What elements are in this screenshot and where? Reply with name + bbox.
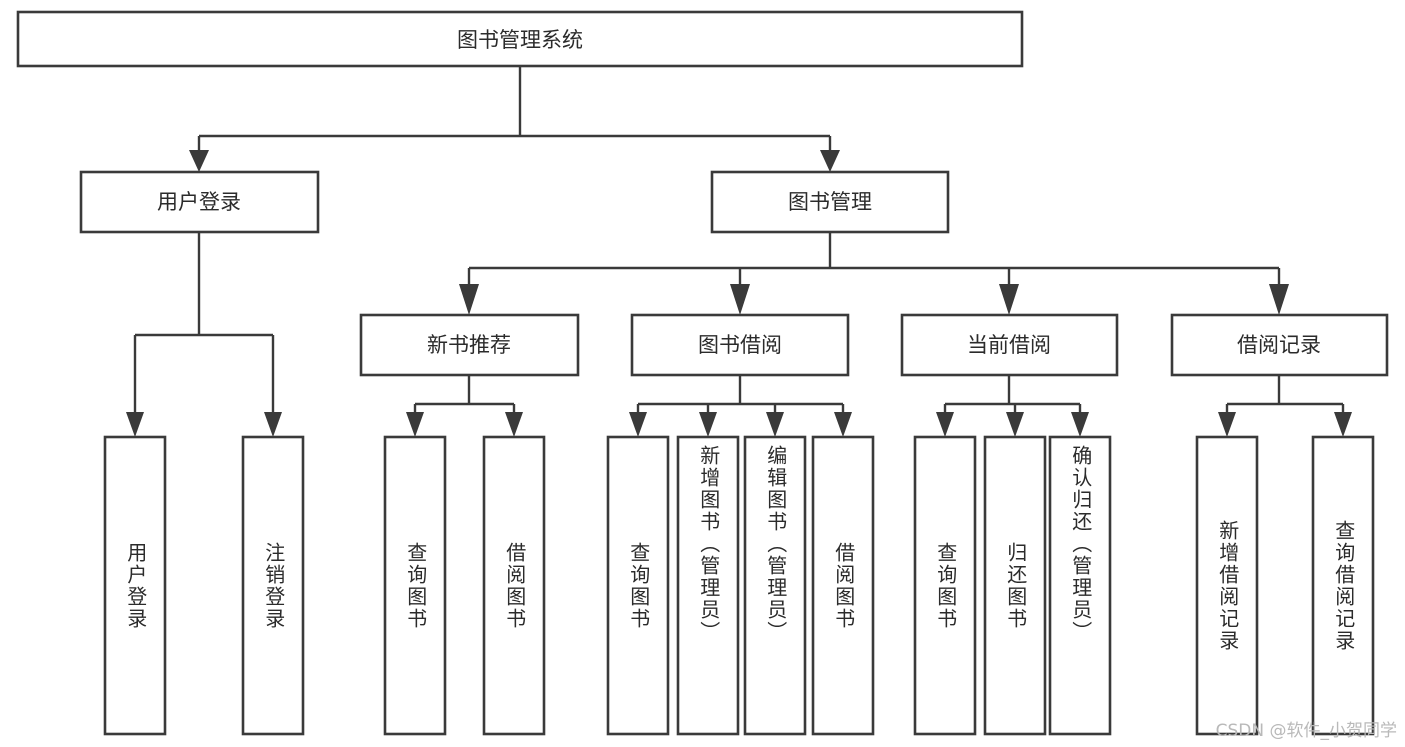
leaf-query-record-box[interactable] bbox=[1311, 435, 1375, 736]
arrowhead-leaf-add-record bbox=[1218, 412, 1236, 437]
leaf-query-book-1-box[interactable] bbox=[383, 435, 447, 736]
leaf-borrow-book-2-box[interactable] bbox=[811, 435, 875, 736]
arrowhead-leaf-add-book bbox=[699, 412, 717, 437]
arrowhead-user-login bbox=[189, 150, 209, 172]
leaf-query-book-2-box[interactable] bbox=[606, 435, 670, 736]
leaf-edit-book-box[interactable] bbox=[743, 435, 807, 736]
node-current-borrow-label: 当前借阅 bbox=[967, 333, 1051, 357]
node-layer: 图书管理系统 用户登录 图书管理 新书推荐 图书借阅 当前借阅 借阅记录 bbox=[16, 10, 1389, 736]
csdn-watermark: CSDN @软件_小贺同学 bbox=[1215, 721, 1397, 741]
arrowhead-leaf-user-login bbox=[126, 412, 144, 437]
arrowhead-book-borrow bbox=[730, 284, 750, 315]
node-current-borrow-box[interactable] bbox=[900, 313, 1119, 377]
node-borrow-record-box[interactable] bbox=[1170, 313, 1389, 377]
arrowhead-leaf-borrow-book-1 bbox=[505, 412, 523, 437]
arrowhead-new-book-recommend bbox=[459, 284, 479, 315]
node-book-management-box[interactable] bbox=[710, 170, 950, 234]
arrowhead-leaf-confirm-return bbox=[1071, 412, 1089, 437]
leaf-user-login-box[interactable] bbox=[103, 435, 167, 736]
node-root-box[interactable] bbox=[16, 10, 1024, 68]
leaf-confirm-return-box[interactable] bbox=[1048, 435, 1112, 736]
arrowhead-leaf-return-book bbox=[1006, 412, 1024, 437]
leaf-return-book-box[interactable] bbox=[983, 435, 1047, 736]
node-user-login-box[interactable] bbox=[79, 170, 320, 234]
leaf-borrow-book-1-box[interactable] bbox=[482, 435, 546, 736]
arrowhead-leaf-query-record bbox=[1334, 412, 1352, 437]
arrowhead-current-borrow bbox=[999, 284, 1019, 315]
node-new-book-recommend-label: 新书推荐 bbox=[427, 333, 511, 357]
leaf-add-book-box[interactable] bbox=[676, 435, 740, 736]
arrowhead-book-management bbox=[820, 150, 840, 172]
node-root-label: 图书管理系统 bbox=[457, 28, 583, 52]
arrowhead-borrow-record bbox=[1269, 284, 1289, 315]
leaf-logout-login-box[interactable] bbox=[241, 435, 305, 736]
node-user-login-label: 用户登录 bbox=[157, 190, 241, 214]
arrowhead-leaf-query-book-3 bbox=[936, 412, 954, 437]
arrowhead-leaf-query-book-2 bbox=[629, 412, 647, 437]
arrowhead-leaf-edit-book bbox=[766, 412, 784, 437]
arrowhead-leaf-query-book-1 bbox=[406, 412, 424, 437]
node-borrow-record-label: 借阅记录 bbox=[1237, 333, 1321, 357]
connector-layer bbox=[126, 66, 1352, 437]
arrowhead-leaf-borrow-book-2 bbox=[834, 412, 852, 437]
node-book-borrow-label: 图书借阅 bbox=[698, 333, 782, 357]
arrowhead-leaf-logout-login bbox=[264, 412, 282, 437]
node-new-book-recommend-box[interactable] bbox=[359, 313, 580, 377]
node-book-borrow-box[interactable] bbox=[630, 313, 850, 377]
leaf-add-record-box[interactable] bbox=[1195, 435, 1259, 736]
node-book-management-label: 图书管理 bbox=[788, 190, 872, 214]
leaf-query-book-3-box[interactable] bbox=[913, 435, 977, 736]
